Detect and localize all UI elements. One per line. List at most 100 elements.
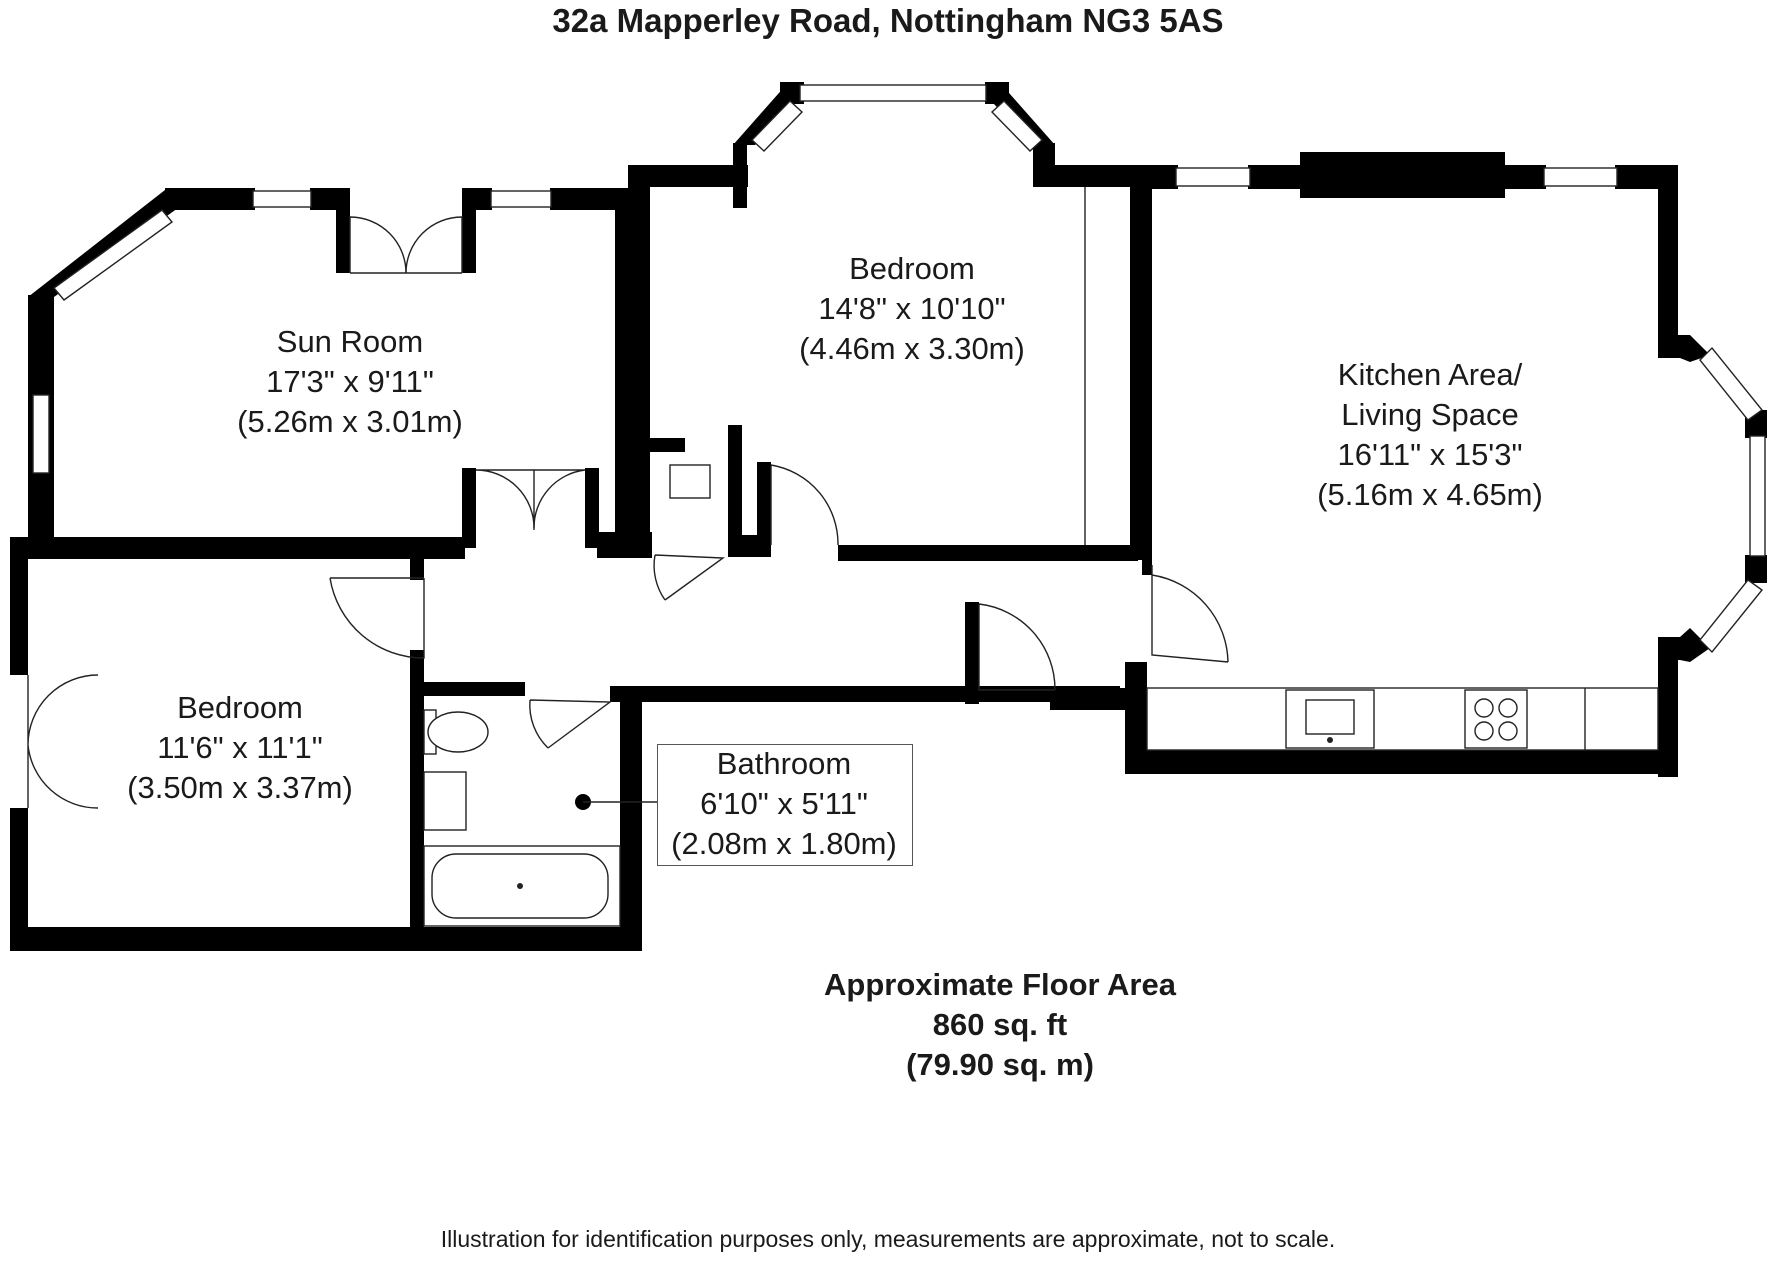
wall-kitchen-left-lower: [1125, 662, 1147, 772]
wall-sunroom-diag: [28, 190, 178, 297]
room-label-sun-room: Sun Room 17'3" x 9'11" (5.26m x 3.01m): [200, 322, 500, 442]
plan-title: 32a Mapperley Road, Nottingham NG3 5AS: [552, 2, 1224, 39]
window-sunroom-2: [490, 190, 552, 208]
bath-drain: [517, 883, 523, 889]
wall-cupboard-bottom: [728, 535, 758, 557]
floor-area-summary: Approximate Floor Area 860 sq. ft (79.90…: [790, 965, 1210, 1085]
room-name-line1: Kitchen Area/: [1337, 357, 1523, 392]
door-sunroom-top-left: [349, 216, 407, 274]
window-kitchen-2: [1543, 167, 1618, 187]
hob-ring-1: [1474, 698, 1494, 718]
wall-sunroom-lower-jamb: [462, 468, 476, 548]
room-name: Sun Room: [276, 324, 424, 359]
wall-bath-right: [620, 700, 642, 940]
wall-cupboard-right: [728, 425, 742, 545]
wall-kitchen-bay-right-bottom: [1745, 555, 1767, 583]
wall-bedroom-bath: [410, 650, 424, 940]
window-sunroom-1: [252, 190, 312, 208]
wall-kitchen-door-jamb: [1142, 545, 1152, 575]
wall-kitchen-top-1: [1130, 165, 1178, 189]
wall-bath-top-left: [410, 682, 525, 696]
room-label-kitchen: Kitchen Area/ Living Space 16'11" x 15'3…: [1280, 355, 1580, 515]
window-kitchen-bay-bottom: [1699, 579, 1764, 654]
room-metric: (5.26m x 3.01m): [237, 404, 463, 439]
room-name: Bedroom: [849, 251, 975, 286]
wall-corridor-bottom: [610, 686, 1120, 702]
wall-kitchen-top-3: [1500, 165, 1546, 189]
wall-bedroom-left: [628, 165, 650, 555]
room-imperial: 16'11" x 15'3": [1337, 437, 1523, 472]
window-kitchen-bay-top: [1699, 346, 1764, 421]
bathroom-label-box: [657, 744, 913, 866]
wall-sunroom-top-2: [310, 188, 340, 210]
door-bedroom-left-french-bottom: [27, 744, 99, 809]
room-label-bathroom: Bathroom 6'10" x 5'11" (2.08m x 1.80m): [634, 744, 934, 864]
fixtures: [423, 187, 1659, 927]
wall-corridor-door-jamb: [965, 602, 979, 704]
wall-left-upper: [10, 537, 28, 675]
room-imperial: 11'6" x 11'1": [157, 730, 323, 765]
wall-bedroom-kitchen: [1130, 165, 1152, 560]
door-bathroom: [529, 699, 613, 749]
wall-kitchen-top-2: [1248, 165, 1308, 189]
window-kitchen-bay-right: [1749, 435, 1766, 557]
wall-bottom-left: [10, 927, 642, 951]
door-bedroom-left: [329, 577, 425, 659]
window-bedroom-bay-left: [750, 100, 804, 152]
hob-ring-2: [1498, 698, 1518, 718]
cupboard-unit: [669, 464, 711, 499]
wall-bedroom-door-jamb: [757, 462, 771, 557]
kitchen-worktop: [1146, 687, 1659, 751]
room-metric: (4.46m x 3.30m): [799, 331, 1025, 366]
floor-area-sq-ft: 860 sq. ft: [932, 1007, 1068, 1042]
wall-kitchen-bay-top: [1658, 335, 1710, 362]
room-label-bedroom-top: Bedroom 14'8" x 10'10" (4.46m x 3.30m): [762, 249, 1062, 369]
door-bedroom-top: [770, 464, 839, 546]
wall-middle-horizontal: [10, 537, 465, 559]
wall-sunroom-lower-jamb-2: [585, 468, 599, 548]
room-imperial: 14'8" x 10'10": [818, 291, 1006, 326]
door-sunroom-bottom-right: [533, 469, 586, 529]
sink-tap: [1327, 737, 1333, 743]
disclaimer-text: Illustration for identification purposes…: [440, 1226, 1336, 1252]
wall-kitchen-right-upper: [1658, 165, 1678, 355]
room-imperial: 17'3" x 9'11": [266, 364, 434, 399]
room-metric: (5.16m x 4.65m): [1317, 477, 1543, 512]
wall-bedroom-bottom: [838, 545, 1138, 561]
room-name: Bathroom: [716, 746, 852, 781]
wall-bay-diag-right: [992, 85, 1055, 145]
wall-left-lower: [10, 808, 28, 950]
toilet-bowl: [427, 711, 489, 753]
wall-bay-jamb-left: [733, 143, 747, 208]
window-sunroom-left: [32, 394, 50, 474]
room-metric: (3.50m x 3.37m): [127, 770, 353, 805]
door-bedroom-left-french-top: [27, 674, 99, 746]
hob-ring-3: [1474, 721, 1494, 741]
room-name-line2: Living Space: [1341, 397, 1519, 432]
windows: [32, 84, 1766, 654]
kitchen-sink-bowl: [1305, 699, 1355, 735]
wall-kitchen-bottom: [1125, 750, 1678, 774]
wall-kitchen-chimney: [1300, 152, 1505, 198]
hob-ring-4: [1498, 721, 1518, 741]
doors: [27, 216, 1229, 809]
bathroom-basin: [423, 771, 467, 831]
room-metric: (2.08m x 1.80m): [671, 826, 897, 861]
window-bedroom-bay-top: [799, 84, 987, 102]
door-kitchen: [1151, 565, 1229, 663]
floor-area-sq-m: (79.90 sq. m): [906, 1047, 1094, 1082]
kitchen-hob: [1464, 689, 1528, 749]
wall-cupboard-top: [630, 438, 685, 452]
door-cupboard: [653, 554, 726, 601]
room-label-bedroom-left: Bedroom 11'6" x 11'1" (3.50m x 3.37m): [90, 688, 390, 808]
door-corridor: [978, 603, 1056, 691]
room-name: Bedroom: [177, 690, 303, 725]
wall-sunroom-top-1: [165, 188, 255, 210]
room-imperial: 6'10" x 5'11": [700, 786, 868, 821]
wall-bay-top-left: [780, 82, 804, 104]
wall-corridor-stub: [410, 555, 424, 580]
wall-corridor-bottom-right: [1050, 688, 1125, 710]
floor-area-heading: Approximate Floor Area: [824, 967, 1176, 1002]
wall-sunroom-top-4: [550, 188, 630, 210]
